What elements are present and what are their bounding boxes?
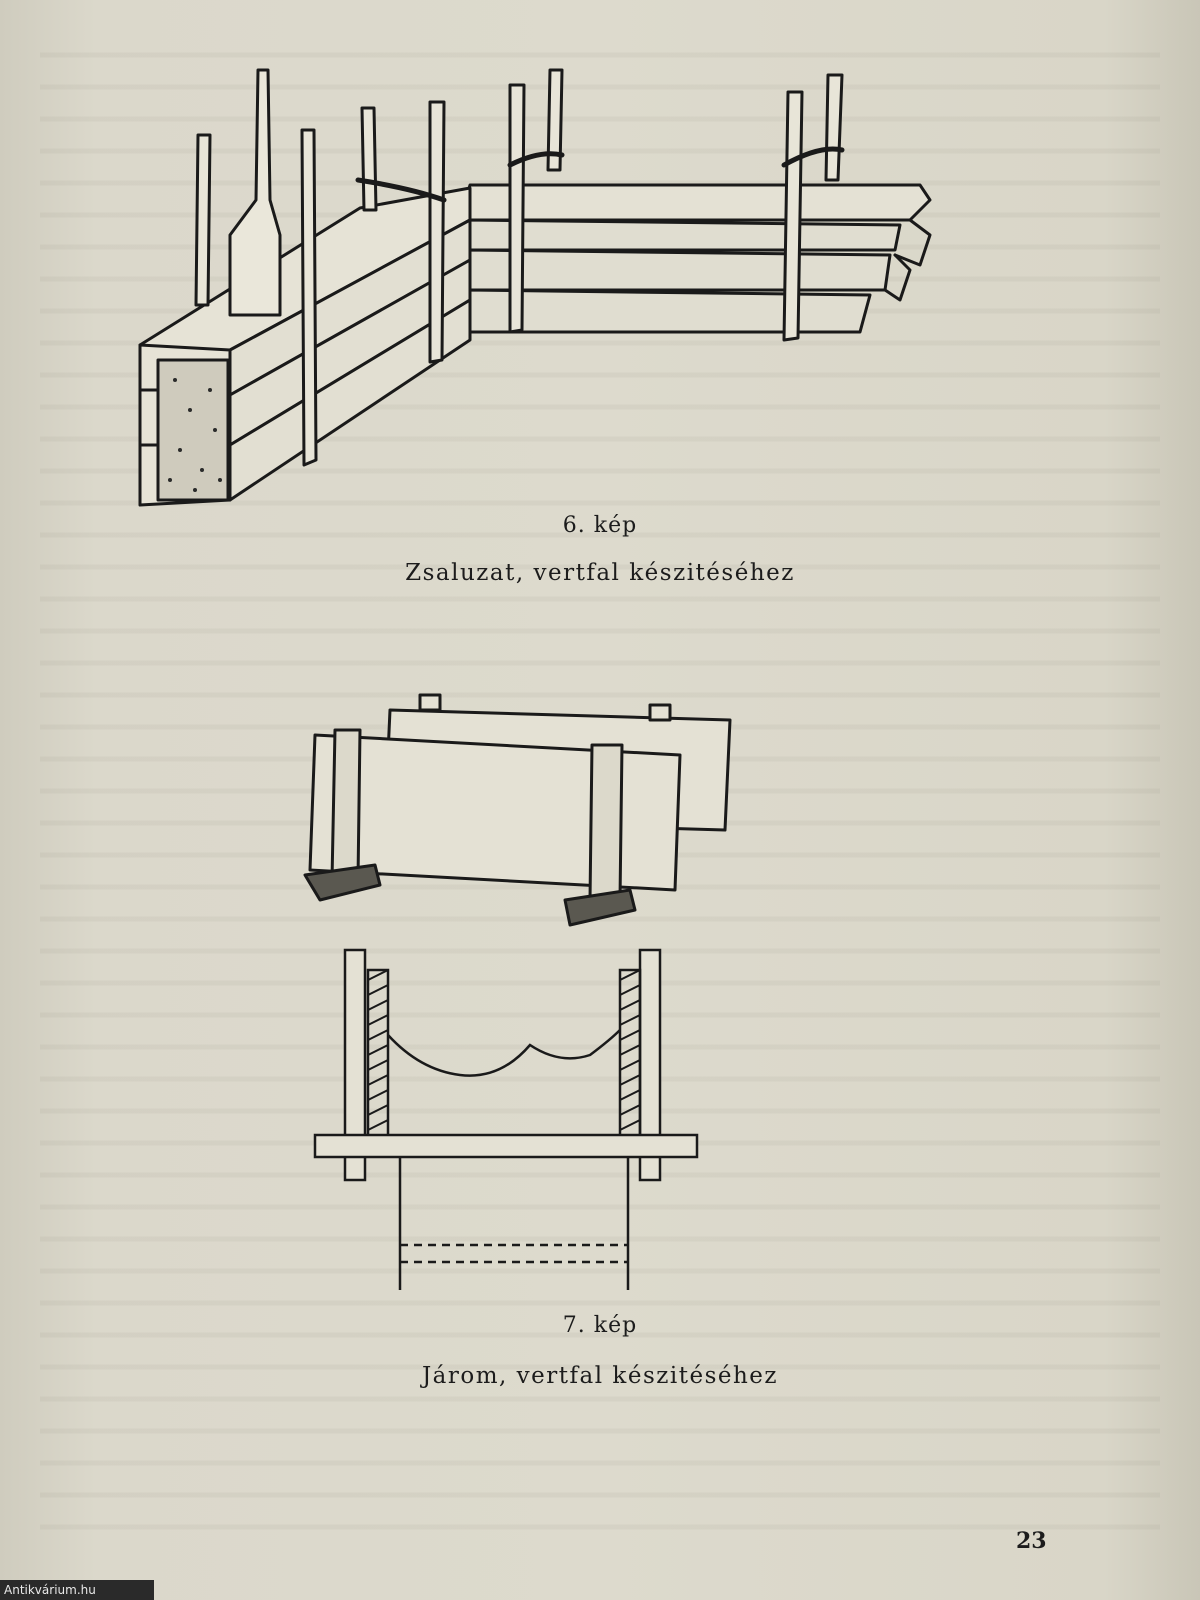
figure-6-title: Zsaluzat, vertfal készitéséhez [405, 560, 795, 586]
page-number: 23 [1016, 1528, 1047, 1554]
figure-6-number: 6. kép [562, 513, 638, 538]
watermark: Antikvárium.hu [0, 1580, 154, 1600]
figure-7-title: Járom, vertfal készitéséhez [421, 1363, 779, 1389]
figure-6-illustration [138, 68, 932, 507]
figure-7-illustration [303, 693, 732, 1290]
figure-7-number: 7. kép [562, 1313, 638, 1338]
